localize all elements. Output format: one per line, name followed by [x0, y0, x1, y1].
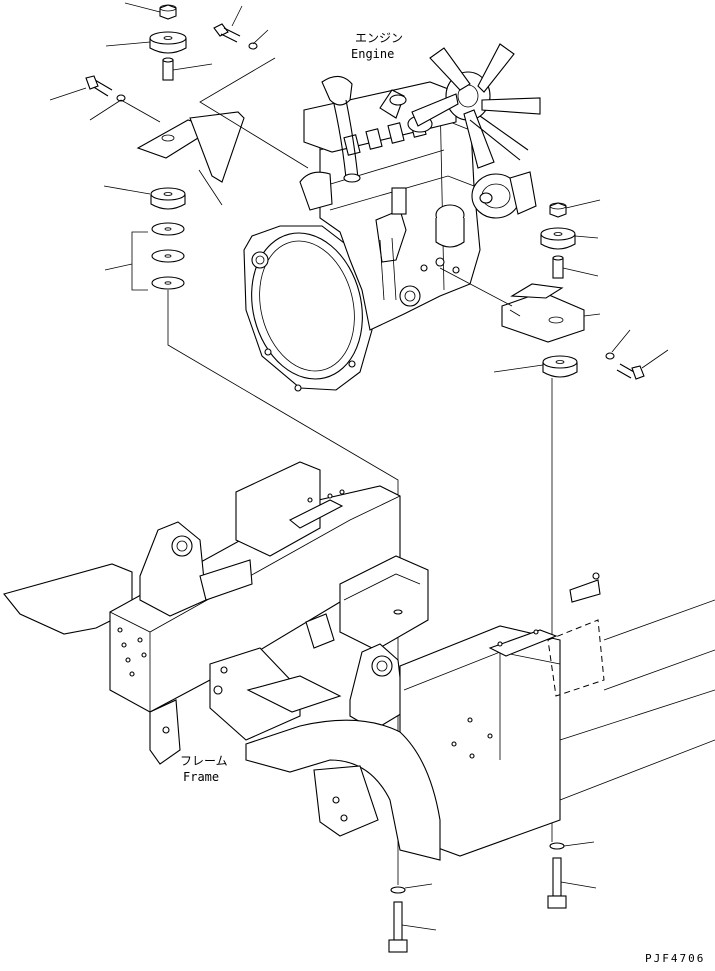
frame-small-tab — [569, 572, 601, 603]
right-mount-bolt — [547, 841, 597, 909]
frame-label-en: Frame — [183, 770, 219, 784]
right-lower-cushion — [542, 355, 578, 378]
engine-label-jp: エンジン — [355, 31, 403, 45]
frame-hidden-cover — [547, 599, 715, 801]
left-nut — [159, 4, 177, 20]
injection-pump — [375, 187, 465, 307]
frame-cross-member — [209, 647, 342, 741]
frame-right-mount-bracket — [349, 643, 405, 731]
left-engine-bracket — [136, 111, 245, 183]
top-bolt — [199, 5, 309, 169]
left-upper-cushion — [149, 31, 187, 54]
right-mount-stack — [439, 199, 669, 380]
frame-center-box — [305, 555, 429, 651]
oil-filter — [379, 89, 407, 119]
frame-front-legs — [149, 699, 181, 765]
frame-assembly — [3, 461, 715, 861]
right-bracket-bolt — [605, 352, 645, 380]
engine-assembly — [243, 43, 541, 392]
frame-left-mount-bracket — [139, 521, 253, 617]
left-lower-cushion — [150, 187, 186, 210]
frame-rear-riser — [235, 461, 345, 557]
frame-rear-housing — [399, 625, 561, 857]
left-shims — [104, 222, 185, 291]
right-collar — [552, 255, 564, 279]
center-mount-bolt — [388, 883, 437, 953]
left-bracket-bolt — [85, 75, 126, 102]
left-mount-stack — [49, 2, 245, 291]
alternator — [471, 171, 537, 219]
right-nut — [549, 202, 567, 218]
right-upper-cushion — [540, 227, 576, 250]
right-engine-bracket — [501, 283, 585, 343]
intake-pipe — [299, 75, 361, 211]
frame-label-jp: フレーム — [180, 754, 228, 768]
frame-fender-plate — [245, 719, 441, 861]
engine-label-en: Engine — [351, 47, 394, 61]
flywheel-housing — [243, 225, 373, 392]
left-collar — [162, 57, 174, 81]
valve-cover — [303, 81, 457, 156]
cooling-fan — [411, 43, 541, 169]
drawing-code: PJF4706 — [645, 952, 705, 965]
